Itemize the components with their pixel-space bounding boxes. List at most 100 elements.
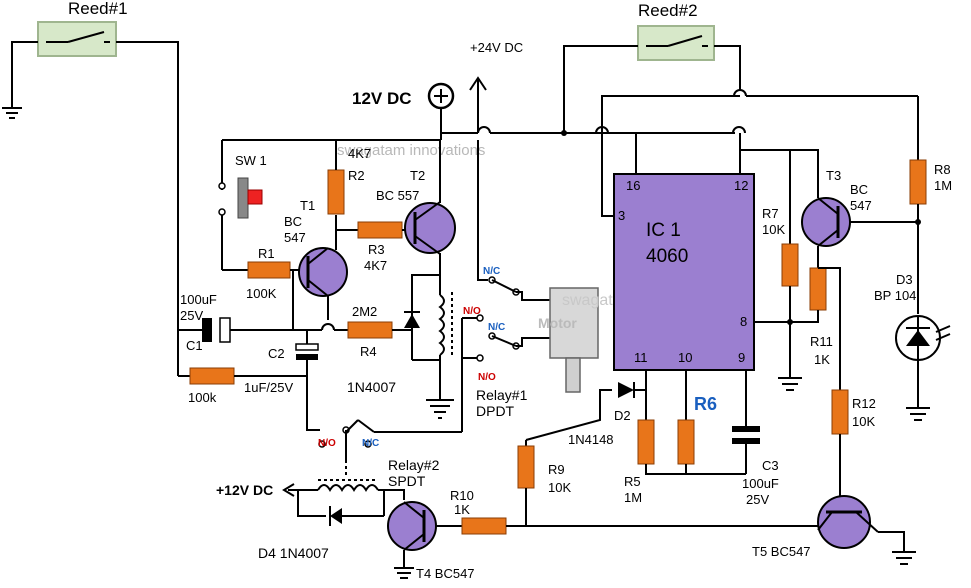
photodiode-d3-icon: [895, 315, 951, 361]
pin-9: 9: [738, 350, 745, 365]
switch-sw1: [218, 177, 263, 219]
t2-name: T2: [410, 168, 425, 183]
r4-name: R4: [360, 344, 377, 359]
c2-value: 1uF/25V: [244, 380, 293, 395]
capacitor-c1: [202, 317, 231, 343]
junction-dot: [915, 219, 921, 225]
resistor-100k: [189, 367, 235, 385]
resistor-r8: [909, 159, 927, 205]
t5-label: T5 BC547: [752, 544, 811, 559]
r5-name: R5: [624, 474, 641, 489]
resistor-r11: [809, 267, 827, 311]
relay1-type: DPDT: [476, 403, 515, 419]
r3-name: R3: [368, 242, 385, 257]
wire-coil-bottom: [412, 355, 441, 361]
relay1-no-bottom: N/O: [478, 372, 496, 383]
d3-value: BP 104: [874, 288, 916, 303]
resistor-r2: [327, 169, 345, 215]
wire-r9-d2: [525, 389, 612, 441]
ground-symbol: [892, 551, 916, 565]
resistor-r6: [677, 419, 695, 465]
r5-value: 1M: [624, 490, 642, 505]
r-100k-label: 100k: [188, 390, 217, 405]
c1-value-1: 100uF: [180, 292, 217, 307]
d2-name: D2: [614, 408, 631, 423]
arrow-left-icon: [282, 483, 295, 497]
r2-value: 4K7: [348, 146, 371, 161]
reed1-label: Reed#1: [68, 0, 128, 18]
plus12-label: +12V DC: [216, 482, 273, 498]
diode-d4: [329, 490, 385, 526]
watermark-text: swagatam innovations: [337, 142, 485, 159]
motor-icon: [549, 287, 599, 393]
supply-24v-label: +24V DC: [470, 40, 523, 55]
resistor-r5: [637, 419, 655, 465]
wire-r12-top: [818, 267, 841, 390]
wire-crossover: [477, 126, 491, 134]
wire-relay2-coil: [378, 489, 405, 500]
wire-relay2-coil: [297, 489, 326, 517]
t3-value-2: 547: [850, 198, 872, 213]
relay1-nc-bottom: N/C: [488, 322, 505, 333]
wire-pin12: [739, 149, 791, 244]
t1-value-1: BC: [284, 214, 302, 229]
r12-name: R12: [852, 396, 876, 411]
ic-4060: [613, 173, 755, 371]
t3-value-1: BC: [850, 182, 868, 197]
reed2-label: Reed#2: [638, 1, 698, 20]
resistor-r10: [461, 517, 507, 535]
capacitor-c2: [295, 343, 319, 360]
transistor-t2: [404, 201, 456, 255]
reed-switch-2: [637, 25, 715, 61]
wire-c2-relay2: [306, 376, 320, 431]
pin-10: 10: [678, 350, 692, 365]
c2-name: C2: [268, 346, 285, 361]
r8-name: R8: [934, 162, 951, 177]
wire-24v-relay: [477, 140, 488, 281]
resistor-r1: [247, 261, 291, 279]
r10-name: R10: [450, 488, 474, 503]
wire-reed1-ground: [11, 41, 38, 108]
resistor-r4: [347, 321, 393, 339]
relay-2-contacts: [318, 419, 372, 460]
r2-name: R2: [348, 168, 365, 183]
relay2-type: SPDT: [388, 473, 426, 489]
relay1-no-top: N/O: [463, 306, 481, 317]
wire-t2-collector: [411, 253, 441, 290]
ground-symbol: [906, 407, 930, 421]
wire-crossover: [732, 126, 746, 134]
wire-relay2: [357, 419, 375, 433]
plus-terminal-icon: [427, 82, 455, 110]
wire-relay1-motor: [516, 291, 550, 301]
wire-t5-ground: [878, 531, 905, 552]
wire-r5-r6-c3: [645, 464, 746, 475]
resistor-r7: [781, 243, 799, 287]
pin-8: 8: [740, 314, 747, 329]
arrow-up-icon: [469, 76, 487, 91]
diode-1n4007-label: 1N4007: [347, 379, 396, 395]
transistor-t5: [817, 495, 879, 549]
wire-r11-bottom: [790, 310, 819, 323]
r11-value: 1K: [814, 352, 830, 367]
diode-1n4007: [404, 290, 420, 360]
pin-3: 3: [618, 208, 625, 223]
r3-value: 4K7: [364, 258, 387, 273]
relay2-nc: N/C: [362, 438, 379, 449]
wire-pin3: [601, 95, 740, 217]
r11-name: R11: [810, 334, 833, 349]
pin-11: 11: [634, 350, 648, 365]
t2-value: BC 557: [376, 188, 419, 203]
relay-2-coil: [317, 479, 379, 492]
wire-r7-pin8: [754, 286, 791, 323]
resistor-r12: [831, 389, 849, 435]
sw1-label: SW 1: [235, 153, 267, 168]
reed-switch-1: [37, 21, 117, 57]
wire-reed2-right: [714, 45, 741, 90]
r1-value: 100K: [246, 286, 277, 301]
resistor-r3: [357, 221, 403, 239]
ground-symbol: [394, 567, 414, 579]
motor-label: Motor: [538, 315, 577, 331]
r1-name: R1: [258, 246, 275, 261]
supply-12v-label: 12V DC: [352, 89, 412, 108]
